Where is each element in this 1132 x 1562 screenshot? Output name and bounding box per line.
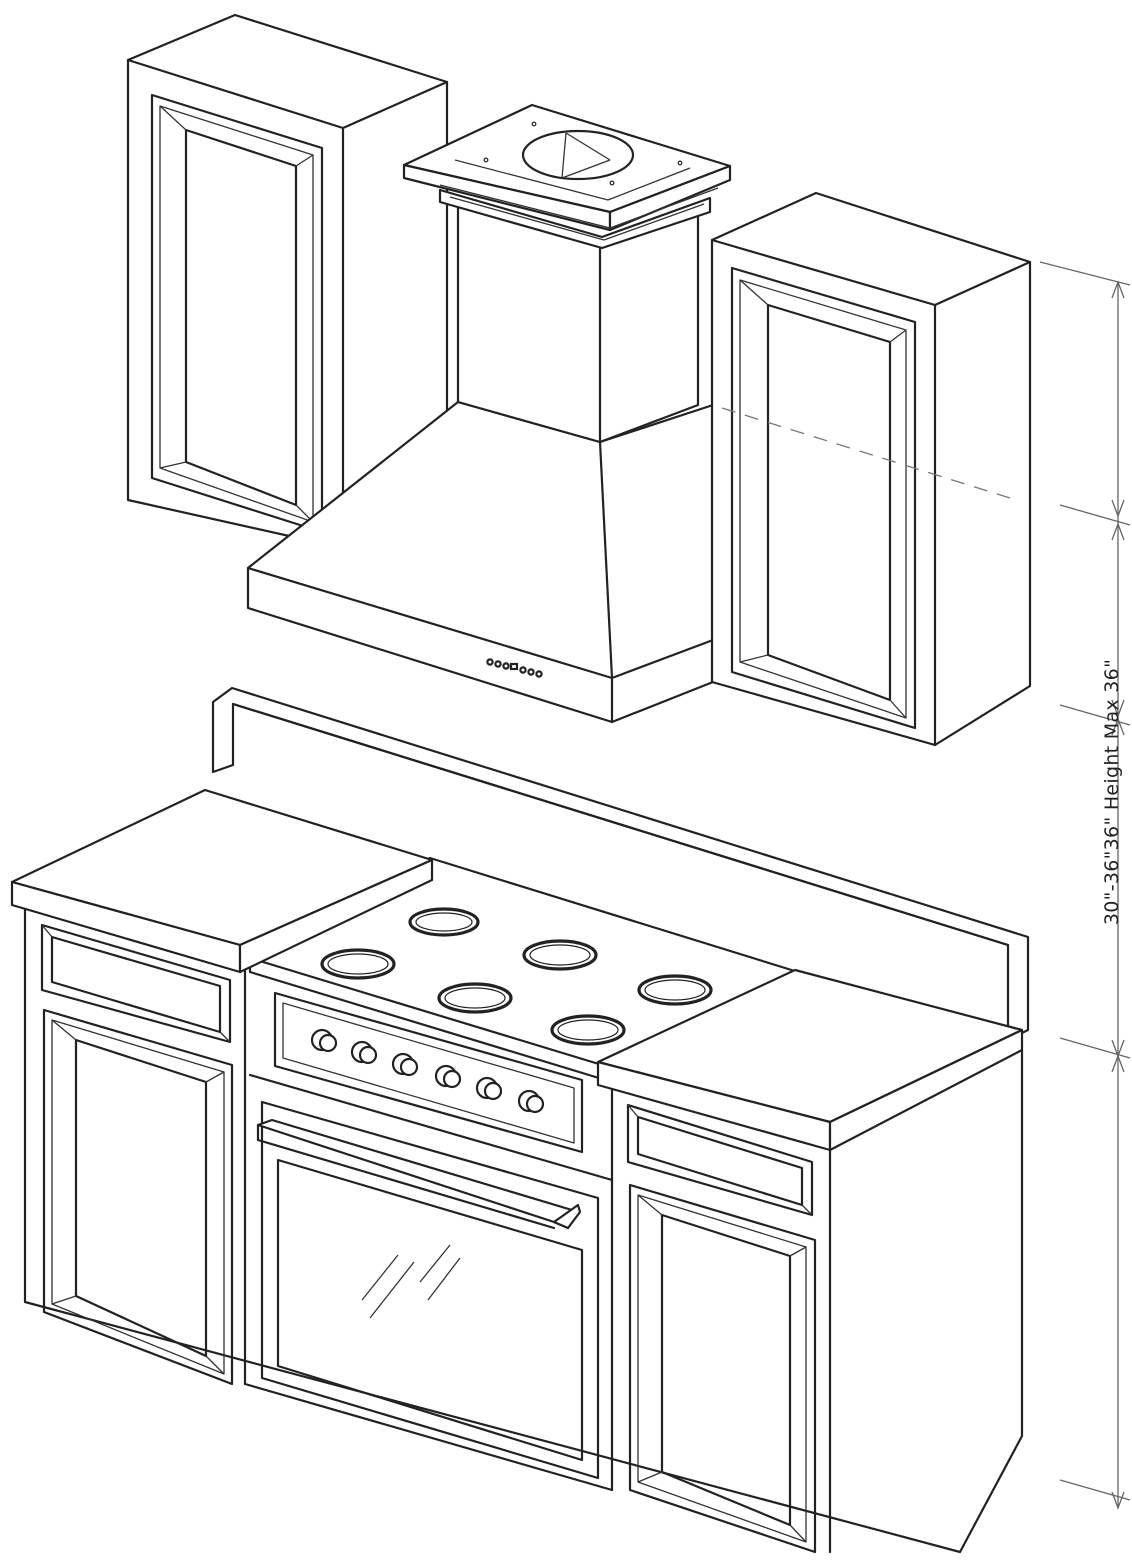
range-hood bbox=[246, 103, 732, 724]
oven-door-handle bbox=[256, 1118, 582, 1230]
left-countertop bbox=[10, 788, 434, 974]
right-base-cabinet bbox=[626, 1103, 817, 1554]
oven-door bbox=[260, 1100, 600, 1480]
cooktop bbox=[248, 856, 800, 1084]
left-base-door-panel bbox=[42, 1008, 234, 1386]
height-dimension-lines bbox=[721, 261, 1131, 1510]
right-upper-cabinet bbox=[710, 191, 1032, 747]
height-dimension-label: 30"-36"36" Height Max 36" bbox=[1101, 658, 1123, 926]
backsplash-panel bbox=[211, 686, 1030, 1042]
hood-control-buttons bbox=[486, 658, 543, 678]
right-drawer-front bbox=[626, 1103, 814, 1217]
range-oven bbox=[248, 991, 614, 1480]
left-drawer-front bbox=[40, 923, 232, 1044]
control-knobs bbox=[310, 1028, 545, 1114]
control-panel bbox=[273, 991, 584, 1154]
left-base-cabinet bbox=[40, 923, 234, 1386]
hood-crown-cap bbox=[402, 103, 732, 250]
right-base-door-panel bbox=[628, 1183, 817, 1554]
cooktop-burners bbox=[320, 907, 713, 1046]
right-countertop bbox=[596, 968, 1024, 1152]
right-upper-cabinet-door-panel bbox=[730, 266, 917, 730]
